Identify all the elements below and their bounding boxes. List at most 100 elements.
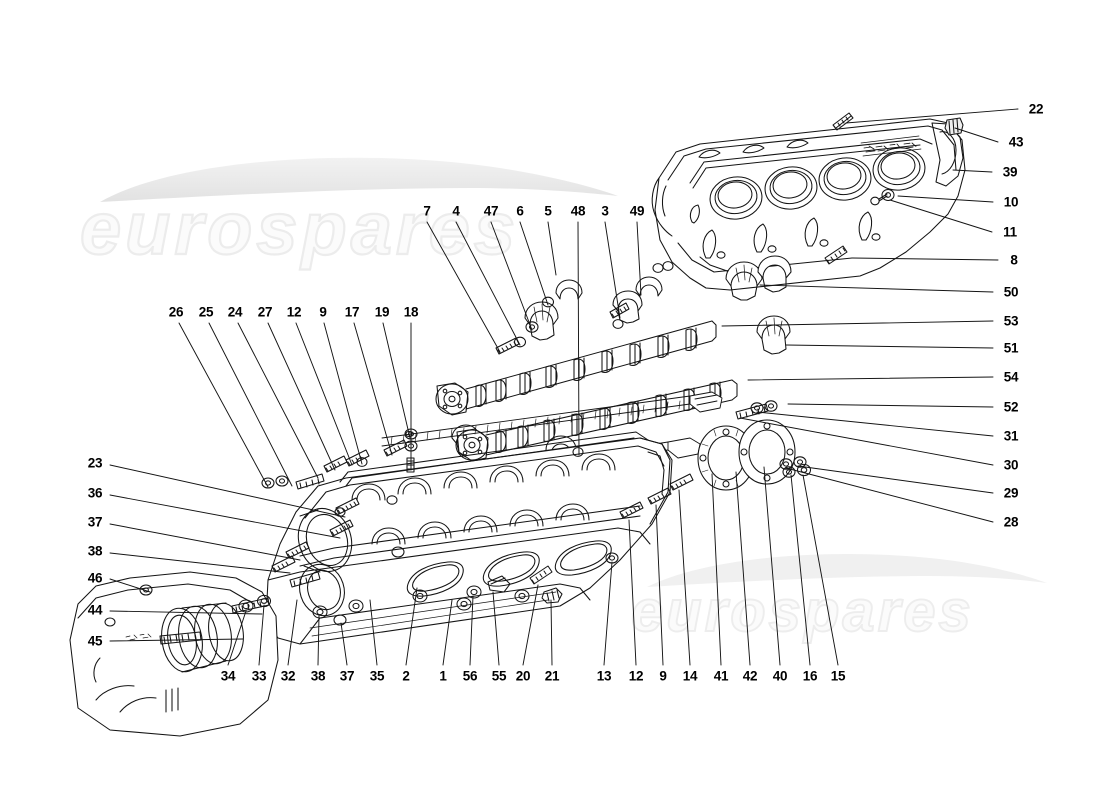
callout-leader-43 <box>954 127 999 143</box>
callout-number-9b: 9 <box>659 668 667 684</box>
cam-cover-assembly <box>651 112 966 291</box>
engine-block-fragment <box>69 571 279 737</box>
callout-number-14: 14 <box>682 668 698 684</box>
callout-leader-25 <box>208 322 293 487</box>
callout-number-13: 13 <box>596 668 612 684</box>
callout-leader-27 <box>267 322 336 471</box>
callout-leader-34 <box>227 610 247 666</box>
callout-number-5: 5 <box>544 203 552 219</box>
callout-number-11: 11 <box>1003 224 1017 240</box>
callout-number-44: 44 <box>87 602 103 618</box>
callout-number-15: 15 <box>830 668 846 684</box>
callout-number-17: 17 <box>344 304 360 320</box>
callout-number-20: 20 <box>515 668 531 684</box>
callout-number-49: 49 <box>629 203 645 219</box>
callout-number-29: 29 <box>1003 485 1019 501</box>
callout-leader-5 <box>547 221 557 276</box>
callout-leader-52 <box>787 403 994 408</box>
nut-30 <box>764 400 778 412</box>
plug-tower <box>818 157 872 201</box>
nut-28 <box>793 456 807 468</box>
callout-leader-12 <box>295 322 353 466</box>
callout-leader-3 <box>604 221 621 319</box>
callout-leader-50 <box>759 284 994 293</box>
callout-number-45: 45 <box>87 633 103 649</box>
callout-number-38b: 38 <box>310 668 326 684</box>
nut-49c <box>662 261 674 271</box>
callout-number-6: 6 <box>516 203 524 219</box>
cam-bearing-cap-49 <box>635 276 663 297</box>
nut-38b <box>312 605 328 619</box>
callout-leader-40 <box>763 466 781 666</box>
nut-9 <box>356 457 368 467</box>
callout-leader-48 <box>577 221 580 456</box>
callout-number-55: 55 <box>491 668 507 684</box>
callout-leader-38 <box>109 552 291 574</box>
nut-21 <box>541 587 563 604</box>
nut-47 <box>525 321 539 333</box>
callout-leader-23 <box>109 464 346 518</box>
callout-leader-37 <box>109 523 301 561</box>
nut-3b <box>612 319 624 329</box>
nut-29 <box>779 458 793 470</box>
callout-number-23: 23 <box>87 455 103 471</box>
callout-number-7: 7 <box>423 203 431 219</box>
callout-number-21: 21 <box>544 668 560 684</box>
callout-number-43: 43 <box>1008 134 1024 150</box>
plug-tower <box>709 176 763 220</box>
callout-leader-29 <box>797 465 994 494</box>
callout-leader-54 <box>747 376 994 381</box>
bearing-saddles <box>351 453 616 501</box>
callout-number-30: 30 <box>1003 457 1019 473</box>
callout-number-47: 47 <box>483 203 499 219</box>
callout-leader-7 <box>426 221 501 353</box>
callout-number-9: 9 <box>319 304 327 320</box>
stud-52 <box>735 403 769 420</box>
callout-number-37b: 37 <box>339 668 355 684</box>
callout-number-24: 24 <box>227 304 243 320</box>
callout-leader-31 <box>756 411 994 437</box>
callout-leader-24 <box>237 322 319 479</box>
callout-number-50: 50 <box>1003 284 1019 300</box>
callout-leader-2 <box>405 587 418 666</box>
callout-leader-36 <box>109 494 341 539</box>
callout-leader-4 <box>455 221 521 346</box>
nut-16 <box>782 466 796 478</box>
callout-number-34: 34 <box>220 668 236 684</box>
callout-number-51: 51 <box>1003 340 1019 356</box>
fastener-10-11 <box>870 188 895 206</box>
callout-leader-46 <box>109 578 151 593</box>
cap-43 <box>944 117 964 136</box>
callout-number-35: 35 <box>369 668 385 684</box>
callout-leader-44 <box>109 610 263 615</box>
callout-number-48: 48 <box>570 203 586 219</box>
callout-number-3: 3 <box>601 203 609 219</box>
callout-leader-32 <box>287 599 298 666</box>
callout-number-53: 53 <box>1003 313 1019 329</box>
nut-6b <box>541 296 555 308</box>
cam-lobes-lower <box>495 381 722 453</box>
callout-leader-17 <box>353 322 393 456</box>
callout-number-16: 16 <box>802 668 818 684</box>
callout-number-32: 32 <box>280 668 296 684</box>
block-emboss <box>125 633 152 641</box>
callout-leader-55 <box>492 591 500 666</box>
callout-leader-41 <box>711 473 722 666</box>
callout-leader-9b <box>655 504 664 666</box>
callout-leader-10 <box>897 195 994 203</box>
callout-leader-22 <box>845 108 1019 124</box>
stud-36 <box>329 519 354 537</box>
nut-25 <box>275 475 289 487</box>
callout-number-46: 46 <box>87 570 103 586</box>
callout-leader-15 <box>802 474 839 666</box>
callout-number-38: 38 <box>87 543 103 559</box>
callout-number-31: 31 <box>1003 428 1019 444</box>
callout-leader-33 <box>258 604 265 666</box>
bolt-55 <box>487 575 511 593</box>
bearing-saddles-lower <box>371 503 590 545</box>
callout-number-28: 28 <box>1003 514 1019 530</box>
callout-number-25: 25 <box>198 304 214 320</box>
stud-17 <box>383 439 408 457</box>
callout-number-4: 4 <box>452 203 460 219</box>
callout-number-36: 36 <box>87 485 103 501</box>
